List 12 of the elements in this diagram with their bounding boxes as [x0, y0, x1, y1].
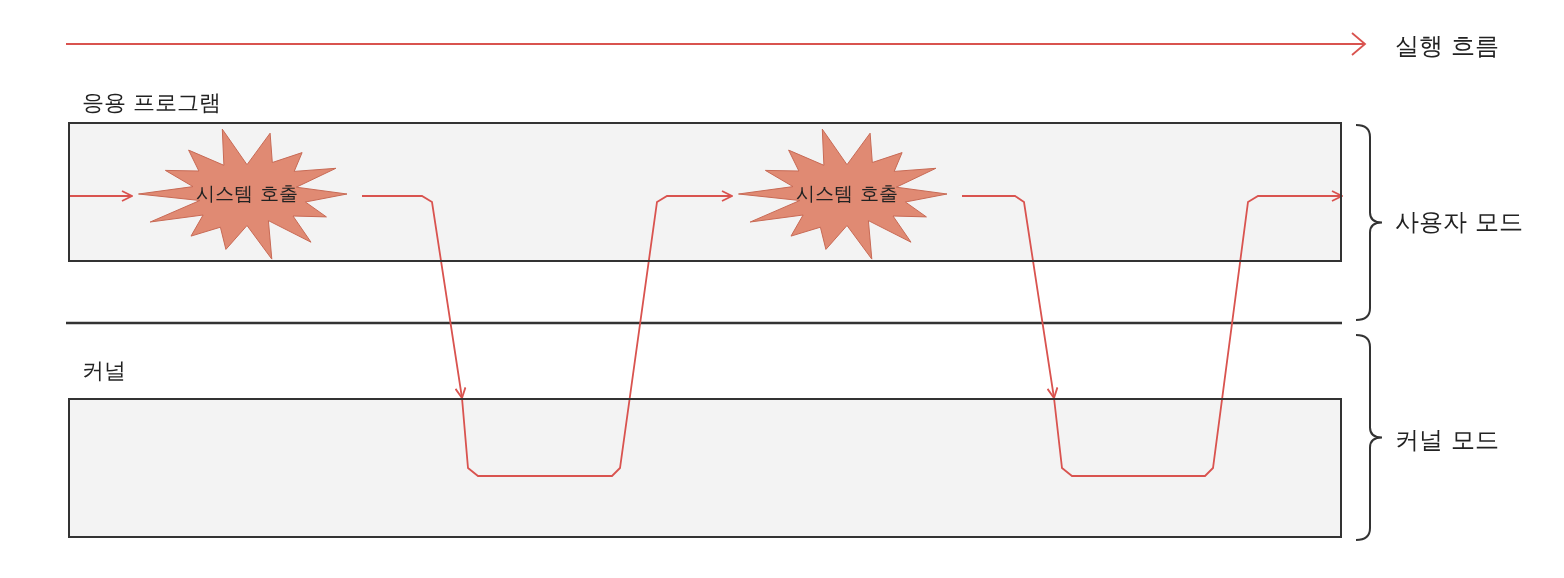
direction-label: 실행 흐름	[1395, 31, 1499, 62]
arrow	[461, 190, 733, 477]
arrow	[1053, 190, 1343, 477]
arrow	[361, 195, 467, 399]
arrow	[961, 195, 1059, 399]
arrow	[69, 190, 133, 202]
mode-label: 커널 모드	[1395, 425, 1499, 456]
starburst-label: 시스템 호출	[195, 181, 299, 206]
band-heading: 응용 프로그램	[82, 89, 221, 117]
band-heading: 커널	[82, 357, 126, 385]
mode-label: 사용자 모드	[1395, 207, 1523, 238]
starburst-label: 시스템 호출	[795, 181, 899, 206]
